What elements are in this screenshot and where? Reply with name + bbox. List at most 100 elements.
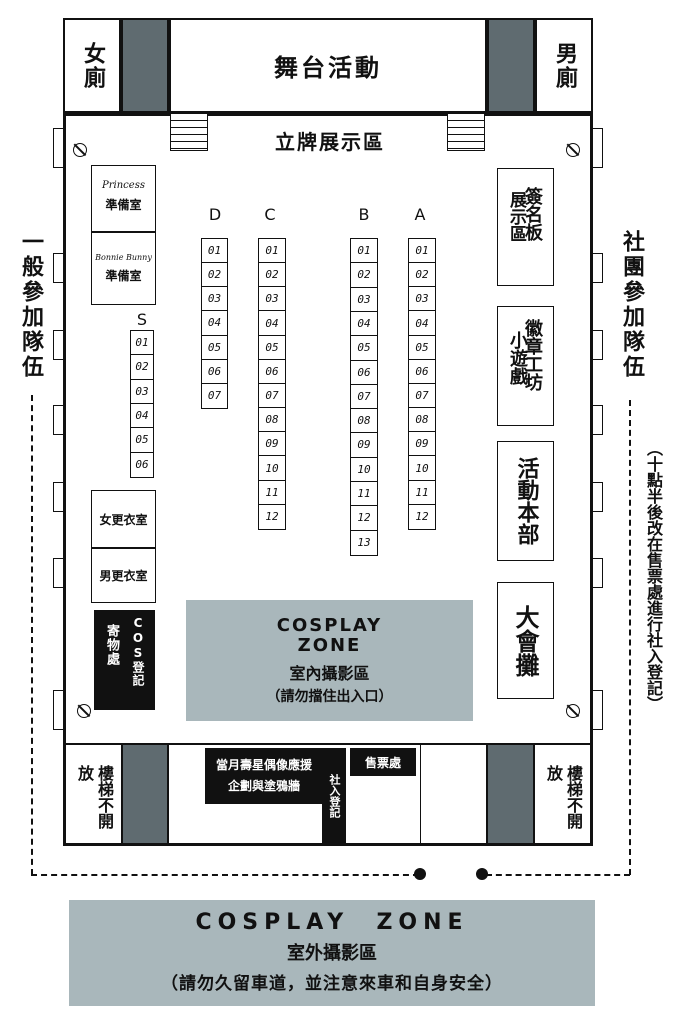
stairs-left-label: 樓梯不開放: [75, 765, 114, 829]
indoor-zone-note: （請勿擋住出入口）: [266, 689, 393, 705]
door-left: [53, 330, 63, 360]
booth-s-01: 01: [131, 331, 153, 356]
door-right: [593, 253, 603, 283]
queue-end-dot: [414, 868, 426, 880]
booth-c-05: 05: [259, 336, 285, 360]
hq-label: 活動本部: [513, 457, 539, 545]
booth-b-04: 04: [351, 312, 377, 337]
booth-c-01: 01: [259, 239, 285, 264]
general-queue-label: 一般參加隊伍: [18, 230, 43, 380]
booth-a-07: 07: [409, 384, 435, 409]
stairs-top-left: [170, 113, 208, 151]
booth-d-07: 07: [207, 388, 222, 402]
door-right: [593, 330, 603, 360]
bonnie-prep-room: Bonnie Bunny 準備室: [91, 232, 156, 305]
general-queue-path: [31, 395, 33, 875]
princess-brand: Princess: [102, 180, 145, 191]
booth-d-05: 05: [202, 336, 227, 360]
storage-cos-register: COS登記 寄物處: [94, 610, 155, 710]
booth-a-12: 12: [415, 509, 429, 523]
booth-c-06: 06: [259, 360, 285, 384]
sponsor-line1: 當月壽星偶像應援: [215, 758, 312, 772]
big-stall-label: 大會攤: [511, 604, 539, 677]
door-left: [53, 253, 63, 283]
booth-b-09: 09: [351, 433, 377, 458]
outdoor-cosplay-zone: COSPLAY ZONE 室外攝影區 （請勿久留車道，並注意來車和自身安全）: [69, 900, 595, 1006]
women-changing-label: 女更衣室: [99, 512, 148, 527]
stairs-right-closed: 樓梯不開放: [535, 745, 590, 843]
stairs-left-block: [121, 745, 169, 843]
club-queue-note: （十點半後改在售票處進行社入登記）: [644, 440, 663, 712]
booth-a-01: 01: [409, 239, 435, 264]
indoor-zone-subtitle: 室內攝影區: [289, 664, 370, 683]
booth-b-02: 02: [351, 263, 377, 288]
signboard-label: 簽名板: [522, 187, 543, 241]
club-register-label: 社入登記: [328, 773, 341, 818]
indoor-zone-title2: ZONE: [297, 635, 362, 656]
column-label-s: S: [136, 310, 148, 329]
women-changing-room: 女更衣室: [91, 490, 156, 548]
booth-a-08: 08: [409, 408, 435, 433]
princess-prep-room: Princess 準備室: [91, 165, 156, 232]
bonnie-room-label: 準備室: [105, 269, 142, 283]
women-restroom-label: 女廁: [80, 41, 105, 90]
door-left: [53, 690, 63, 730]
booth-b-12: 12: [351, 506, 377, 531]
princess-room-label: 準備室: [105, 198, 142, 212]
booth-d-02: 02: [202, 263, 227, 288]
stairs-left-closed: 樓梯不開放: [66, 745, 121, 843]
booth-d-01: 01: [202, 239, 227, 264]
standee-area-label: 立牌展示區: [275, 129, 385, 154]
club-register-desk: 社入登記: [322, 748, 346, 843]
column-label-b: B: [358, 205, 370, 224]
ticket-booth-label: 售票處: [364, 755, 401, 770]
men-changing-label: 男更衣室: [99, 569, 148, 583]
badge-workshop-label: 徽章工坊: [522, 319, 543, 391]
club-queue-label: 社團參加隊伍: [619, 230, 644, 380]
booth-b-07: 07: [351, 385, 377, 410]
storage-label: 寄物處: [104, 624, 119, 666]
queue-end-dot: [476, 868, 488, 880]
signboard-show-label: 展示區: [506, 191, 526, 242]
booth-b-05: 05: [351, 336, 377, 361]
booth-s-03: 03: [131, 380, 153, 404]
club-queue-path: [486, 874, 630, 876]
column-label-c: C: [264, 205, 276, 224]
door-left: [53, 482, 63, 512]
stairs-right-label: 樓梯不開放: [544, 765, 583, 829]
booth-c-08: 08: [259, 408, 285, 433]
big-stall-booth: 大會攤: [497, 582, 554, 699]
booth-a-09: 09: [409, 432, 435, 457]
stage-area: 舞台活動: [169, 18, 487, 113]
women-restroom: 女廁: [63, 18, 121, 113]
main-hall: [63, 113, 593, 846]
booth-b-13: 13: [357, 535, 371, 549]
men-restroom: 男廁: [535, 18, 593, 113]
booth-a-05: 05: [409, 336, 435, 360]
door-left: [53, 405, 63, 435]
cos-register-label: COS登記: [131, 616, 145, 687]
door-right: [593, 482, 603, 512]
door-left: [53, 558, 63, 588]
door-right: [593, 128, 603, 168]
door-right: [593, 558, 603, 588]
sponsor-wall: 當月壽星偶像應援 企劃與塗鴉牆: [205, 748, 323, 804]
men-restroom-block: [487, 18, 535, 113]
mini-game-label: 小遊戲: [507, 331, 528, 385]
no-entry-icon: [77, 704, 91, 718]
booth-a-04: 04: [409, 312, 435, 336]
booth-s-02: 02: [131, 355, 153, 380]
stage-label: 舞台活動: [274, 54, 382, 82]
bottom-divider: [63, 743, 593, 745]
stairs-right-block: [486, 745, 535, 843]
ticket-booth: 售票處: [350, 748, 416, 776]
bottom-entrance-line: [420, 745, 421, 845]
door-right: [593, 405, 603, 435]
booth-a-02: 02: [409, 263, 435, 288]
booth-d-03: 03: [202, 287, 227, 312]
booth-b-03: 03: [351, 288, 377, 312]
booth-a-11: 11: [409, 481, 435, 505]
